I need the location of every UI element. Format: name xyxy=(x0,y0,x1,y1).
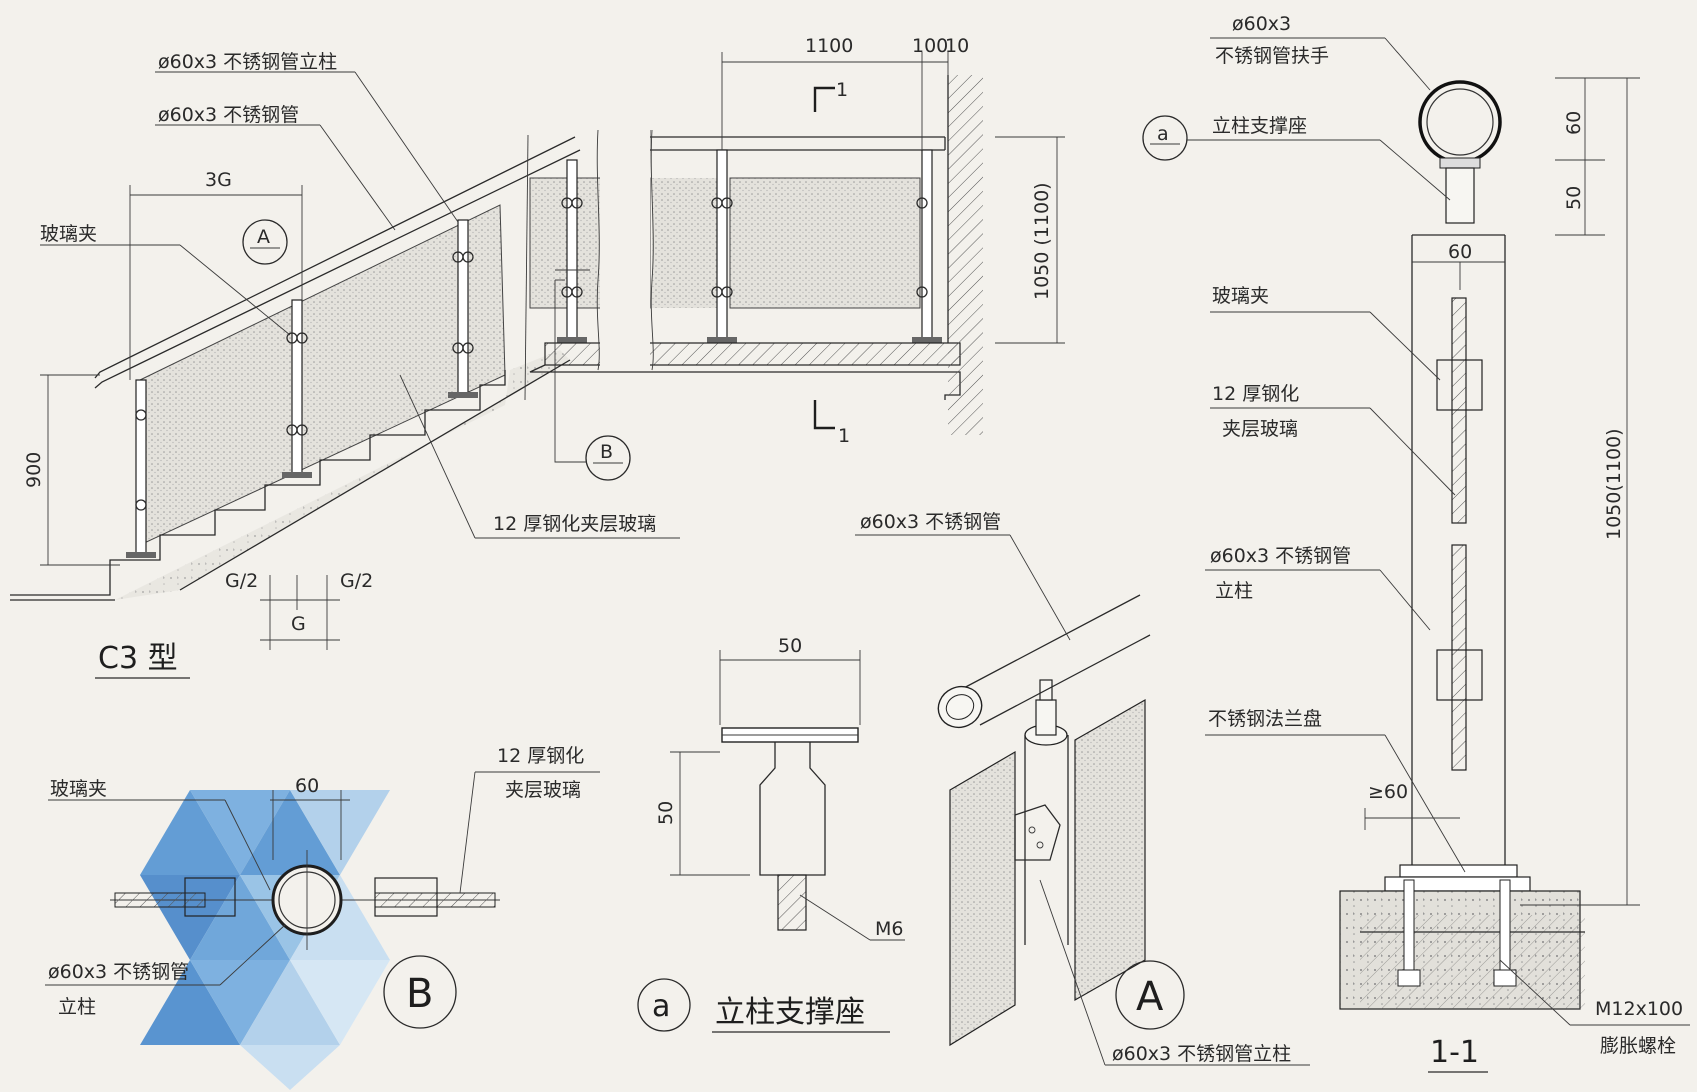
s11-dim-60-top: 60 xyxy=(1563,111,1585,135)
detail-b-dim-60: 60 xyxy=(295,775,319,797)
dim-1100: 1100 xyxy=(805,35,853,57)
label-glass-clip: 玻璃夹 xyxy=(40,223,97,245)
section-mark-bottom: 1 xyxy=(838,425,850,447)
landing-post-1 xyxy=(555,159,590,343)
s11-label-pipe-2: 立柱 xyxy=(1215,580,1253,602)
wall-hatch xyxy=(948,75,983,435)
dim-900: 900 xyxy=(23,452,45,488)
label-pipe: ø60x3 不锈钢管 xyxy=(158,104,299,126)
support-dim-50-top: 50 xyxy=(778,635,802,657)
stair-post-3 xyxy=(448,219,478,398)
dim-g2-left: G/2 xyxy=(225,570,258,592)
section-1-1: 60 60 50 1050(1100) ≥60 ø60x3 不锈钢管扶手 xyxy=(1142,13,1690,1073)
s11-label-bolt-2: 膨胀螺栓 xyxy=(1600,1035,1676,1057)
s11-label-glass-clip: 玻璃夹 xyxy=(1212,285,1269,307)
callout-B-circle xyxy=(585,435,631,481)
s11-label-glass-1: 12 厚钢化 xyxy=(1212,383,1299,405)
dim-3g: 3G xyxy=(205,169,232,191)
detail-b-label-pipe-1: ø60x3 不锈钢管 xyxy=(48,961,189,983)
support-title-letter: a xyxy=(652,989,670,1024)
detail-b-label-glass-clip: 玻璃夹 xyxy=(50,778,107,800)
callout-B: B xyxy=(600,441,613,463)
detail-b-title: B xyxy=(406,971,433,1017)
s11-label-bolt-1: M12x100 xyxy=(1595,998,1683,1020)
s11-title: 1-1 xyxy=(1430,1035,1479,1070)
landing-glass-panel-3 xyxy=(729,177,921,309)
section-mark-top: 1 xyxy=(836,79,848,101)
s11-label-support: 立柱支撑座 xyxy=(1212,115,1307,137)
stair-post-2 xyxy=(282,299,312,478)
support-dim-50-side: 50 xyxy=(655,801,677,825)
landing-glass-panel-2 xyxy=(652,178,717,308)
stair-post-1 xyxy=(126,379,156,558)
iso-title: A xyxy=(1136,974,1164,1020)
support-title: 立柱支撑座 xyxy=(715,995,865,1030)
label-glass: 12 厚钢化夹层玻璃 xyxy=(493,513,656,535)
callout-A: A xyxy=(257,226,270,248)
detail-b: 60 玻璃夹 12 厚钢化 夹层玻璃 ø60x3 不锈钢管 立柱 B xyxy=(45,745,600,1090)
detail-b-label-glass-1: 12 厚钢化 xyxy=(497,745,584,767)
s11-label-glass-2: 夹层玻璃 xyxy=(1222,418,1298,440)
s11-dim-total: 1050(1100) xyxy=(1603,428,1625,540)
detail-b-label-pipe-2: 立柱 xyxy=(58,996,96,1018)
stair-glass-panel xyxy=(139,204,506,546)
s11-label-pipe-1: ø60x3 不锈钢管 xyxy=(1210,545,1351,567)
s11-label-handrail-1: ø60x3 xyxy=(1232,13,1291,35)
s11-dim-50: 50 xyxy=(1563,186,1585,210)
iso-label-post: ø60x3 不锈钢管立柱 xyxy=(1112,1043,1291,1065)
detail-a-support: 50 50 M6 a 立柱支撑座 xyxy=(637,635,905,1033)
dim-10: 10 xyxy=(945,35,969,57)
label-pipe-post: ø60x3 不锈钢管立柱 xyxy=(158,51,337,73)
handrail-section xyxy=(1418,80,1502,164)
callout-A-circle xyxy=(242,219,288,265)
dim-100: 100 xyxy=(912,35,948,57)
dim-g: G xyxy=(291,613,306,635)
watermark-logo xyxy=(140,790,390,1090)
s11-dim-min60: ≥60 xyxy=(1368,781,1408,803)
dim-1050: 1050 (1100) xyxy=(1031,182,1053,300)
s11-label-handrail-2: 不锈钢管扶手 xyxy=(1215,45,1329,67)
stair-elevation: 3G 900 1100 100 10 1050 (1100) 1 1 ø60x3… xyxy=(10,35,1065,679)
support-label-m6: M6 xyxy=(875,918,903,940)
landing-post-3 xyxy=(912,149,942,343)
detail-A-iso: ø60x3 不锈钢管 A ø60x3 不锈钢管立柱 xyxy=(855,511,1310,1066)
s11-label-flange: 不锈钢法兰盘 xyxy=(1208,708,1322,730)
detail-b-label-glass-2: 夹层玻璃 xyxy=(505,779,581,801)
s11-callout-a: a xyxy=(1157,123,1169,145)
dim-g2-right: G/2 xyxy=(340,570,373,592)
iso-label-pipe: ø60x3 不锈钢管 xyxy=(860,511,1001,533)
s11-dim-60-width: 60 xyxy=(1448,241,1472,263)
elevation-title: C3 型 xyxy=(98,641,178,676)
